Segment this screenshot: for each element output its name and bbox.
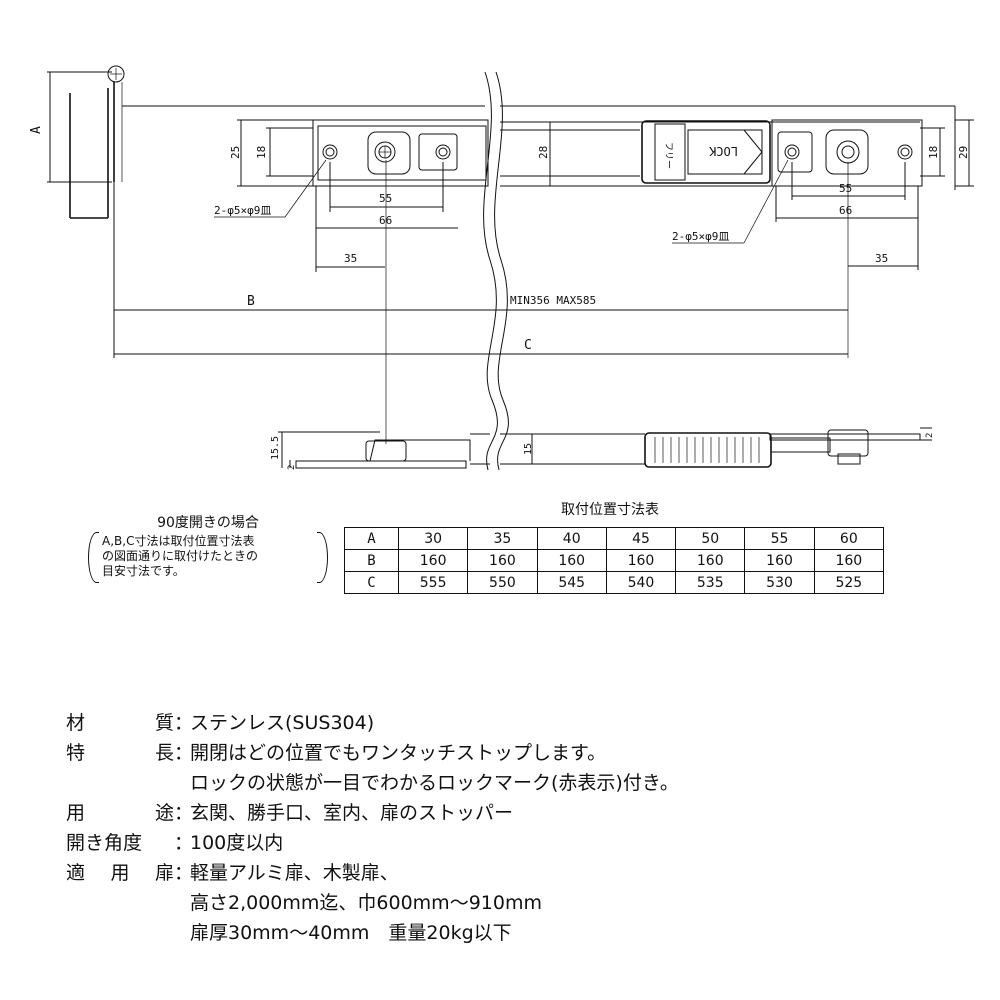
spec-label: 用 bbox=[66, 802, 86, 824]
left-screw-hole-1 bbox=[322, 144, 338, 160]
left-base-plate-side bbox=[295, 460, 467, 469]
table-cell: 30 bbox=[397, 527, 469, 550]
left-screw-hole-2 bbox=[435, 144, 451, 160]
hole-note-left: 2-φ5×φ9皿 bbox=[214, 204, 271, 217]
spec-opening-angle: 開き角度 ： 100度以内 bbox=[66, 828, 679, 858]
dim-2-right-label: 2 bbox=[925, 433, 935, 438]
dim-15-label: 15 bbox=[523, 443, 534, 455]
spec-value: 100度以内 bbox=[190, 832, 284, 854]
spec-label: 途 bbox=[154, 802, 174, 824]
table-cell: 40 bbox=[536, 527, 607, 550]
row-header: B bbox=[344, 549, 399, 572]
note-body: A,B,C寸法は取付位置寸法表 の図面通りに取付けたときの 目安寸法です。 bbox=[88, 532, 328, 583]
range-label: MIN356 MAX585 bbox=[510, 294, 596, 307]
spec-value: ステンレス(SUS304) bbox=[190, 712, 375, 734]
table-row: A 30 35 40 45 50 55 60 bbox=[344, 527, 885, 550]
table-cell: 160 bbox=[397, 549, 469, 572]
dim-2-left-label: 2 bbox=[287, 465, 297, 470]
note-title: 90度開きの場合 bbox=[157, 515, 259, 531]
spec-label: 適 bbox=[66, 862, 86, 884]
table-cell: 555 bbox=[397, 571, 469, 594]
right-pivot-hole bbox=[836, 140, 860, 164]
table-row: B 160 160 160 160 160 160 160 bbox=[344, 549, 885, 572]
pivot-circle bbox=[107, 65, 125, 83]
dim-a-label: A bbox=[29, 126, 44, 134]
dim-c-label: C bbox=[524, 338, 532, 353]
table-cell: 525 bbox=[813, 571, 885, 594]
mounting-dimension-table: A 30 35 40 45 50 55 60 B 160 160 160 160… bbox=[344, 527, 885, 594]
product-specs: 材質 ： ステンレス(SUS304) 特長 ： 開閉はどの位置でもワンタッチスト… bbox=[66, 708, 679, 948]
table-cell: 540 bbox=[605, 571, 677, 594]
table-cell: 160 bbox=[675, 549, 746, 572]
spec-usage: 用途 ： 玄関、勝手口、室内、扉のストッパー bbox=[66, 798, 679, 828]
table-cell: 60 bbox=[813, 527, 885, 550]
lock-label: LOCK bbox=[708, 144, 738, 158]
table-cell: 535 bbox=[675, 571, 746, 594]
dim-15-5-label: 15.5 bbox=[270, 436, 281, 460]
table-cell: 160 bbox=[467, 549, 538, 572]
note-line: 目安寸法です。 bbox=[102, 564, 185, 578]
free-label: フリー bbox=[663, 142, 673, 169]
right-screw-hole-2 bbox=[897, 144, 913, 160]
spec-label: 特 bbox=[66, 742, 86, 764]
spec-label: 用 bbox=[110, 862, 130, 884]
table-cell: 160 bbox=[605, 549, 677, 572]
dim-35-left-label: 35 bbox=[344, 252, 357, 265]
table-cell: 35 bbox=[467, 527, 538, 550]
lock-slider-side bbox=[644, 432, 772, 468]
table-cell: 50 bbox=[675, 527, 746, 550]
left-plate bbox=[317, 125, 487, 181]
table-cell: 160 bbox=[813, 549, 885, 572]
spec-label: 扉 bbox=[154, 862, 174, 884]
spec-value: 扉厚30mm～40mm 重量20kg以下 bbox=[190, 922, 512, 944]
dim-18-left-label: 18 bbox=[255, 146, 268, 159]
table-cell: 550 bbox=[467, 571, 538, 594]
technical-drawing: A 25 18 55 66 35 2-φ5×φ9皿 28 bbox=[29, 65, 974, 471]
dim-66-right-label: 66 bbox=[839, 204, 852, 217]
spec-label: 質 bbox=[154, 712, 174, 734]
table-cell: 160 bbox=[744, 549, 815, 572]
spec-value: 開閉はどの位置でもワンタッチストップします。 bbox=[190, 742, 607, 764]
dim-28-label: 28 bbox=[537, 146, 550, 159]
lock-slider bbox=[641, 120, 771, 184]
dim-b-label: B bbox=[247, 294, 255, 309]
spec-applicable-door: 適用扉 ： 軽量アルミ扉、木製扉、 高さ2,000mm迄、巾600mm～910m… bbox=[66, 858, 679, 948]
dim-25-label: 25 bbox=[229, 146, 242, 159]
spec-label: 長 bbox=[154, 742, 174, 764]
note-line: の図面通りに取付けたときの bbox=[102, 549, 259, 563]
table-cell: 45 bbox=[605, 527, 677, 550]
spec-value: ロックの状態が一目でわかるロックマーク(赤表示)付き。 bbox=[190, 772, 679, 794]
spec-label: 開き角度 bbox=[66, 832, 143, 854]
table-cell: 530 bbox=[744, 571, 815, 594]
dim-29-label: 29 bbox=[957, 146, 970, 159]
row-header: C bbox=[344, 571, 399, 594]
dim-55-right-label: 55 bbox=[839, 182, 852, 195]
table-row: C 555 550 545 540 535 530 525 bbox=[344, 571, 885, 594]
table-cell: 545 bbox=[536, 571, 607, 594]
right-screw-hole-1 bbox=[784, 144, 800, 160]
note-line: A,B,C寸法は取付位置寸法表 bbox=[102, 534, 255, 548]
opening-90-note: 90度開きの場合 A,B,C寸法は取付位置寸法表 の図面通りに取付けたときの 目… bbox=[88, 514, 328, 583]
dim-55-left-label: 55 bbox=[379, 192, 392, 205]
table-title: 取付位置寸法表 bbox=[561, 502, 659, 518]
table-cell: 160 bbox=[536, 549, 607, 572]
dim-35-right-label: 35 bbox=[875, 252, 888, 265]
spec-material: 材質 ： ステンレス(SUS304) bbox=[66, 708, 679, 738]
spec-features: 特長 ： 開閉はどの位置でもワンタッチストップします。 ロックの状態が一目でわか… bbox=[66, 738, 679, 798]
spec-value: 軽量アルミ扉、木製扉、 bbox=[190, 862, 399, 884]
dim-18-right-label: 18 bbox=[927, 146, 940, 159]
table-cell: 55 bbox=[744, 527, 815, 550]
hole-note-right: 2-φ5×φ9皿 bbox=[672, 230, 729, 243]
dim-66-left-label: 66 bbox=[379, 214, 392, 227]
spec-value: 玄関、勝手口、室内、扉のストッパー bbox=[190, 802, 514, 824]
right-base-plate-side bbox=[769, 433, 921, 441]
spec-label: 材 bbox=[66, 712, 86, 734]
left-pivot-hole bbox=[374, 141, 396, 163]
right-plate bbox=[771, 119, 923, 187]
spec-value: 高さ2,000mm迄、巾600mm～910mm bbox=[190, 892, 542, 914]
row-header: A bbox=[344, 527, 399, 550]
